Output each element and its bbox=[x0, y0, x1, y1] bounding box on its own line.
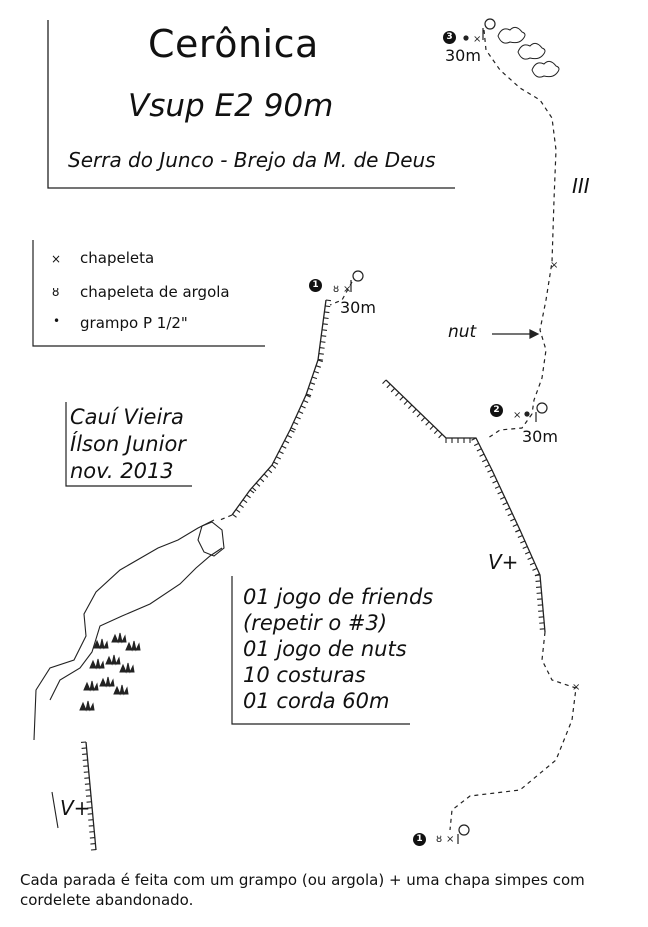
nut-label: nut bbox=[448, 322, 477, 342]
legend-frame bbox=[32, 240, 265, 347]
pitch-2-grade: V+ bbox=[488, 550, 519, 574]
anchor-1-length: 30m bbox=[340, 298, 376, 317]
legend-label-pin: grampo P 1/2" bbox=[80, 314, 188, 332]
gear-item: (repetir o #3) bbox=[243, 611, 388, 635]
route-location: Serra do Junco - Brejo da M. de Deus bbox=[68, 148, 436, 172]
route-grade: Vsup E2 90m bbox=[128, 88, 334, 124]
gear-item: 10 costuras bbox=[243, 663, 366, 687]
chimney-outline bbox=[33, 519, 225, 741]
start-grade-line bbox=[51, 791, 59, 829]
start-pitch-grade: V+ bbox=[60, 796, 91, 820]
svg-text:×: × bbox=[513, 410, 521, 421]
legend-label-bolt: chapeleta bbox=[80, 249, 155, 267]
svg-text:×: × bbox=[446, 834, 454, 845]
gear-item: 01 jogo de friends bbox=[243, 585, 434, 609]
svg-text:ȣ: ȣ bbox=[436, 834, 442, 845]
gear-list: 01 jogo de friends (repetir o #3) 01 jog… bbox=[243, 584, 433, 714]
title-frame bbox=[47, 20, 455, 189]
anchor-3-length: 30m bbox=[445, 46, 481, 65]
left-crack bbox=[231, 299, 327, 516]
anchor-1-badge: 1 bbox=[309, 279, 322, 292]
route-title: Cerônica bbox=[148, 22, 319, 66]
anchor-2-length: 30m bbox=[522, 427, 558, 446]
anchor-hardware bbox=[350, 18, 548, 844]
gear-item: 01 corda 60m bbox=[243, 689, 390, 713]
gear-frame bbox=[231, 576, 410, 725]
svg-text:×: × bbox=[550, 260, 558, 271]
bushes bbox=[497, 26, 560, 78]
author-2: Ílson Junior bbox=[70, 432, 186, 456]
legend-label-ring-bolt: chapeleta de argola bbox=[80, 283, 230, 301]
pitch-3-grade: III bbox=[572, 174, 590, 198]
anchor-2-badge: 2 bbox=[490, 404, 503, 417]
anchor-3-badge: 3 bbox=[443, 31, 456, 44]
nut-arrow bbox=[492, 329, 540, 339]
start-anchor-badge: 1 bbox=[413, 833, 426, 846]
ring-bolt-icon: ȣ bbox=[52, 285, 60, 299]
vegetation bbox=[79, 632, 141, 712]
route-dashed bbox=[219, 29, 577, 831]
authors: Cauí Vieira Ílson Junior nov. 2013 bbox=[70, 404, 186, 485]
gear-item: 01 jogo de nuts bbox=[243, 637, 407, 661]
svg-text:×: × bbox=[343, 284, 351, 295]
date: nov. 2013 bbox=[70, 459, 174, 483]
bolt-icon: × bbox=[51, 252, 62, 266]
author-1: Cauí Vieira bbox=[70, 405, 184, 429]
svg-text:×: × bbox=[572, 682, 580, 693]
svg-text:ȣ: ȣ bbox=[333, 284, 339, 295]
pin-icon: • bbox=[53, 314, 61, 328]
footer-note: Cada parada é feita com um grampo (ou ar… bbox=[20, 871, 585, 909]
bolt-marks: × × ȣ × × × × ȣ bbox=[333, 34, 580, 845]
svg-text:×: × bbox=[473, 34, 481, 45]
authors-frame bbox=[65, 402, 192, 487]
